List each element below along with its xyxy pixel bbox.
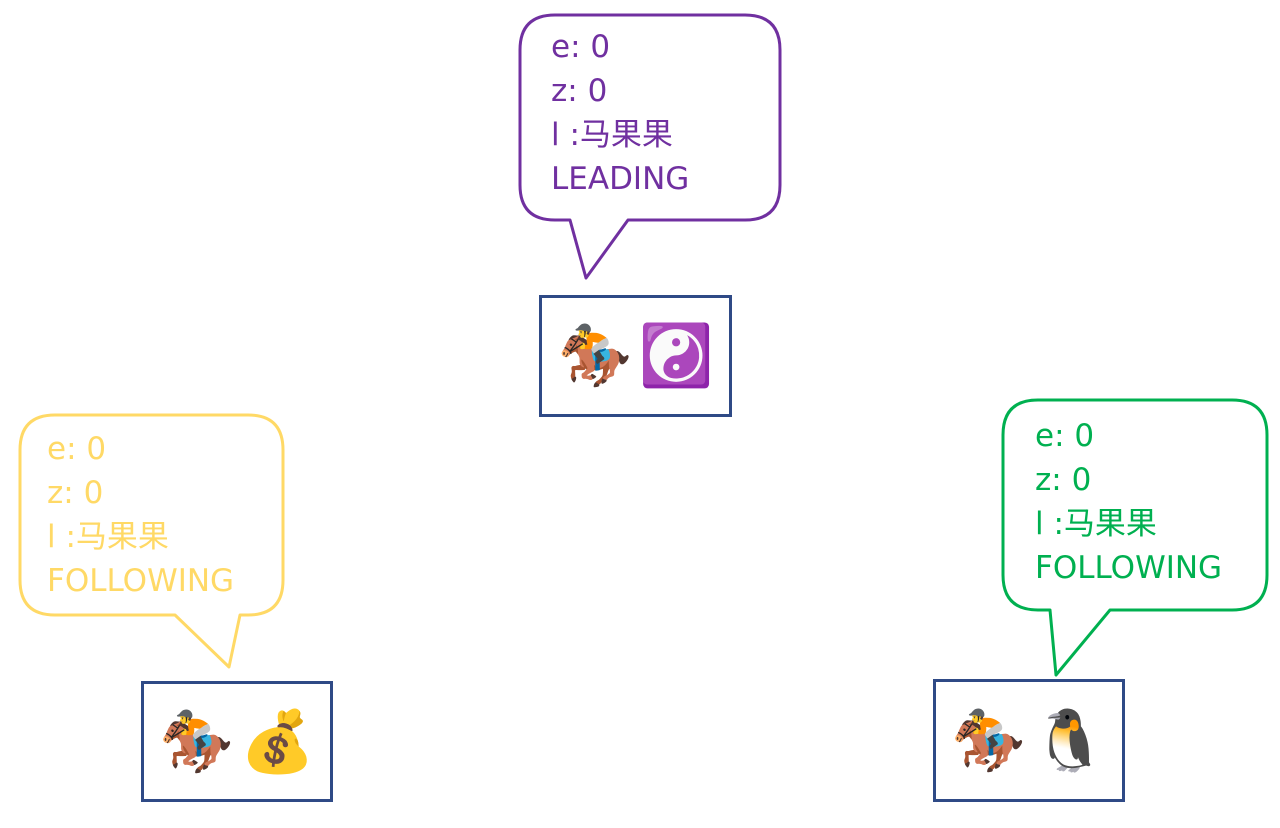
horse-racing-icon: 🏇 [159,706,234,777]
node-box-left: 🏇 💰 [141,681,333,802]
metric-z: z: 0 [551,73,608,109]
metric-e: e: 0 [551,29,611,65]
leader-label: l :马果果 [551,117,673,153]
metric-z: z: 0 [1035,462,1092,498]
metric-e: e: 0 [47,431,107,467]
metric-e: e: 0 [1035,418,1095,454]
speech-bubble-right [1001,398,1269,677]
yin-yang-icon: ☯️ [638,321,714,391]
node-box-center: 🏇 ☯️ [539,295,732,417]
speech-bubble-left [18,413,285,669]
bubble-text-right: e: 0 z: 0 l :马果果 FOLLOWING [1035,414,1222,590]
penguin-icon: 🐧 [1032,705,1107,776]
horse-racing-icon: 🏇 [951,705,1026,776]
money-bag-icon: 💰 [240,706,315,777]
state-label: FOLLOWING [47,563,235,599]
metric-z: z: 0 [47,475,104,511]
speech-bubble-center [518,13,782,280]
bubble-text-center: e: 0 z: 0 l :马果果 LEADING [551,25,689,201]
leader-label: l :马果果 [47,519,169,555]
node-box-right: 🏇 🐧 [933,679,1125,802]
horse-racing-icon: 🏇 [557,321,633,391]
leader-label: l :马果果 [1035,506,1157,542]
bubble-text-left: e: 0 z: 0 l :马果果 FOLLOWING [47,427,234,603]
state-label: FOLLOWING [1035,550,1223,586]
state-label: LEADING [551,161,690,197]
